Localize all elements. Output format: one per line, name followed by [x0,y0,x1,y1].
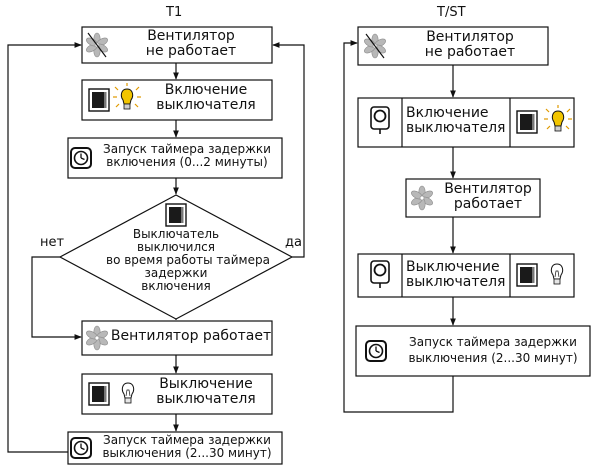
t1-switch-off-box [81,373,273,415]
t1-timer-on-delay-box [67,137,283,179]
tst-switch-on-box [357,97,575,148]
tst-title: T/ST [437,5,466,20]
t1-timer-off-delay-box [67,431,283,465]
tst-fan-off-box [357,26,549,66]
switch-off-icon [165,203,187,227]
t1-branch-yes-label: да [285,235,302,250]
t1-fan-on-label: Вентилятор работает [110,328,272,344]
t1-fan-on-box [81,320,273,356]
t1-branch-no-label: нет [40,235,65,250]
switch-on-icon [88,88,110,112]
switch-on-icon [516,110,538,134]
timer-icon [70,147,92,169]
switch-off-icon [516,263,538,287]
t1-switch-on-box [81,79,273,121]
switch-off-icon [88,382,110,406]
tst-switch-off-box [357,253,575,298]
t1-fan-off-box [81,26,273,64]
tst-timer-off-delay-box [355,325,591,377]
timer-icon [70,437,92,459]
t1-title: T1 [166,5,183,20]
timer-icon [365,340,387,362]
